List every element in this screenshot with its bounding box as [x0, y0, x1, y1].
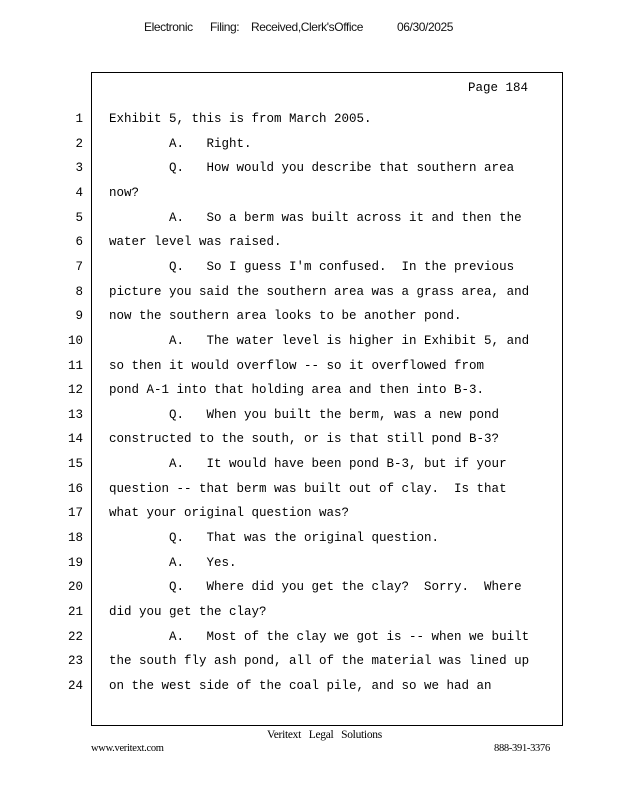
transcript-line: A. It would have been pond B-3, but if y… — [109, 457, 507, 472]
line-number: 9 — [75, 309, 83, 324]
transcript-line: on the west side of the coal pile, and s… — [109, 678, 492, 693]
transcript-page-border — [91, 72, 563, 726]
transcript-line: did you get the clay? — [109, 605, 267, 619]
transcript-line: Q. That was the original question. — [109, 531, 440, 546]
footer-website: www.veritext.com — [91, 743, 164, 754]
transcript-line: Q. Where did you get the clay? Sorry. Wh… — [109, 580, 522, 595]
footer-company: Veritext Legal Solutions — [267, 729, 382, 741]
transcript-line: A. The water level is higher in Exhibit … — [109, 333, 530, 348]
transcript-line: Q. When you built the berm, was a new po… — [109, 407, 500, 422]
line-number: 15 — [67, 457, 83, 472]
line-number: 1 — [75, 112, 83, 126]
transcript-line: pond A-1 into that holding area and then… — [109, 383, 485, 398]
transcript-line: now? — [109, 185, 140, 200]
line-number: 3 — [75, 161, 83, 176]
transcript-line: water level was raised. — [109, 235, 282, 250]
transcript-line: constructed to the south, or is that sti… — [109, 432, 500, 447]
transcript-line: Q. How would you describe that southern … — [109, 161, 515, 176]
line-number: 4 — [75, 185, 83, 200]
transcript-line: A. Most of the clay we got is -- when we… — [109, 629, 530, 644]
transcript-line: so then it would overflow -- so it overf… — [109, 358, 485, 373]
line-number: 20 — [67, 580, 83, 595]
line-number: 6 — [75, 235, 83, 250]
line-number: 8 — [75, 284, 83, 299]
page-number: Page 184 — [468, 81, 529, 95]
line-number: 16 — [67, 481, 83, 496]
line-number: 21 — [67, 605, 83, 619]
transcript-line: A. Right. — [109, 136, 252, 151]
line-number: 7 — [75, 259, 83, 274]
transcript-line: now the southern area looks to be anothe… — [109, 309, 462, 324]
header-date: 06/30/2025 — [397, 20, 454, 34]
line-number: 14 — [67, 432, 83, 447]
line-number: 24 — [67, 678, 83, 693]
transcript-line: picture you said the southern area was a… — [109, 284, 530, 299]
transcript-line: A. So a berm was built across it and the… — [109, 210, 522, 225]
line-number: 17 — [67, 506, 83, 521]
line-number: 5 — [75, 210, 83, 225]
line-number: 12 — [67, 383, 83, 398]
line-number: 10 — [67, 333, 83, 348]
header-filing: Filing: — [210, 20, 240, 34]
line-number: 22 — [67, 629, 83, 644]
line-number: 2 — [75, 136, 83, 151]
header-electronic: Electronic — [144, 20, 193, 34]
line-number: 18 — [67, 531, 83, 546]
line-number: 11 — [67, 358, 83, 373]
line-number: 13 — [67, 407, 83, 422]
line-number: 19 — [67, 555, 83, 570]
header-received: Received,Clerk'sOffice — [251, 20, 363, 34]
transcript-line: Exhibit 5, this is from March 2005. — [109, 112, 372, 126]
transcript-line: Q. So I guess I'm confused. In the previ… — [109, 259, 515, 274]
footer-phone: 888-391-3376 — [494, 743, 550, 754]
transcript-line: what your original question was? — [109, 506, 350, 521]
line-number: 23 — [67, 654, 83, 669]
transcript-line: the south fly ash pond, all of the mater… — [109, 654, 530, 669]
transcript-line: question -- that berm was built out of c… — [109, 481, 507, 496]
transcript-line: A. Yes. — [109, 555, 237, 570]
